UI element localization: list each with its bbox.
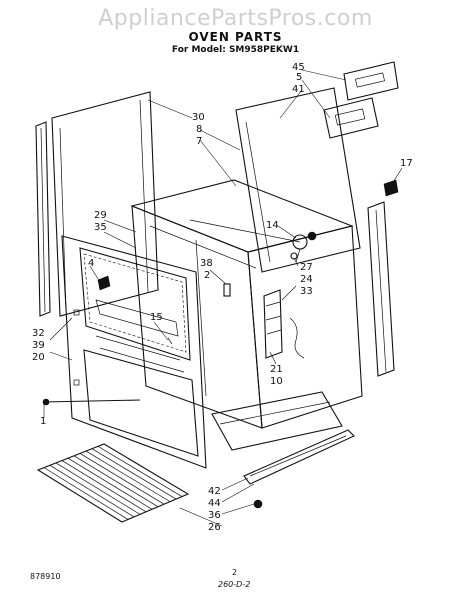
callout-45: 45 — [292, 62, 305, 73]
watermark: AppliancePartsPros.com — [98, 6, 373, 31]
callout-33: 33 — [300, 286, 313, 297]
rack-wire — [55, 462, 141, 515]
callout-35: 35 — [94, 222, 107, 233]
right-side-panel — [367, 201, 395, 377]
vent-plate-lower — [323, 97, 379, 139]
callout-41: 41 — [292, 84, 305, 95]
rack-wire — [85, 450, 171, 502]
callout-10: 10 — [270, 376, 283, 387]
callout-2: 2 — [204, 270, 210, 281]
document-code: 878910 — [30, 572, 61, 581]
oven-cavity — [130, 179, 363, 429]
page-number: 2 — [232, 568, 238, 577]
callout-14: 14 — [266, 220, 279, 231]
rack-wire — [49, 464, 135, 518]
screw-part — [253, 499, 263, 509]
callout-26: 26 — [208, 522, 221, 533]
callout-39: 39 — [32, 340, 45, 351]
callout-38: 38 — [200, 258, 213, 269]
rack-wire — [97, 446, 183, 497]
rack-wire — [91, 448, 177, 500]
callout-24: 24 — [300, 274, 313, 285]
callout-44: 44 — [208, 498, 221, 509]
bottom-base — [211, 391, 343, 451]
callout-42: 42 — [208, 486, 221, 497]
broil-element — [95, 275, 179, 337]
callout-4: 4 — [88, 258, 94, 269]
vent-plate-upper — [343, 61, 399, 101]
left-side-panel — [51, 91, 159, 317]
callout-20: 20 — [32, 352, 45, 363]
callout-7: 7 — [196, 136, 202, 147]
rack-wire — [43, 467, 129, 520]
rack-wire — [67, 457, 153, 510]
front-frame — [61, 235, 207, 469]
callout-17: 17 — [400, 158, 413, 169]
handwritten-reference: 260-D-2 — [218, 580, 251, 589]
oven-rack — [36, 443, 190, 523]
rack-wire — [61, 460, 147, 513]
model-subtitle: For Model: SM958PEKW1 — [171, 45, 300, 55]
leader-lines — [43, 69, 403, 527]
callout-27: 27 — [300, 262, 313, 273]
callout-32: 32 — [32, 328, 45, 339]
callout-30: 30 — [192, 112, 205, 123]
callout-labels: 45 5 41 30 8 7 17 29 35 14 4 38 2 27 24 … — [32, 62, 413, 533]
bottom-trim-strip — [243, 429, 355, 485]
callout-36: 36 — [208, 510, 221, 521]
callout-1: 1 — [40, 416, 46, 427]
thermostat-assembly — [290, 231, 317, 263]
callout-21: 21 — [270, 364, 283, 375]
rack-wire — [73, 455, 159, 508]
bracket-part-17 — [383, 179, 399, 197]
callout-15: 15 — [150, 312, 163, 323]
rack-wire — [79, 453, 165, 505]
left-trim-strip — [35, 121, 51, 317]
lower-element-bar — [42, 398, 141, 406]
callout-8: 8 — [196, 124, 202, 135]
diagram-title: OVEN PARTS — [188, 30, 283, 44]
rear-panel — [235, 87, 361, 273]
bake-element — [95, 335, 185, 373]
callout-29: 29 — [94, 210, 107, 221]
callout-5: 5 — [296, 72, 302, 83]
element-bracket — [263, 289, 305, 359]
hinge-bracket — [223, 283, 231, 297]
